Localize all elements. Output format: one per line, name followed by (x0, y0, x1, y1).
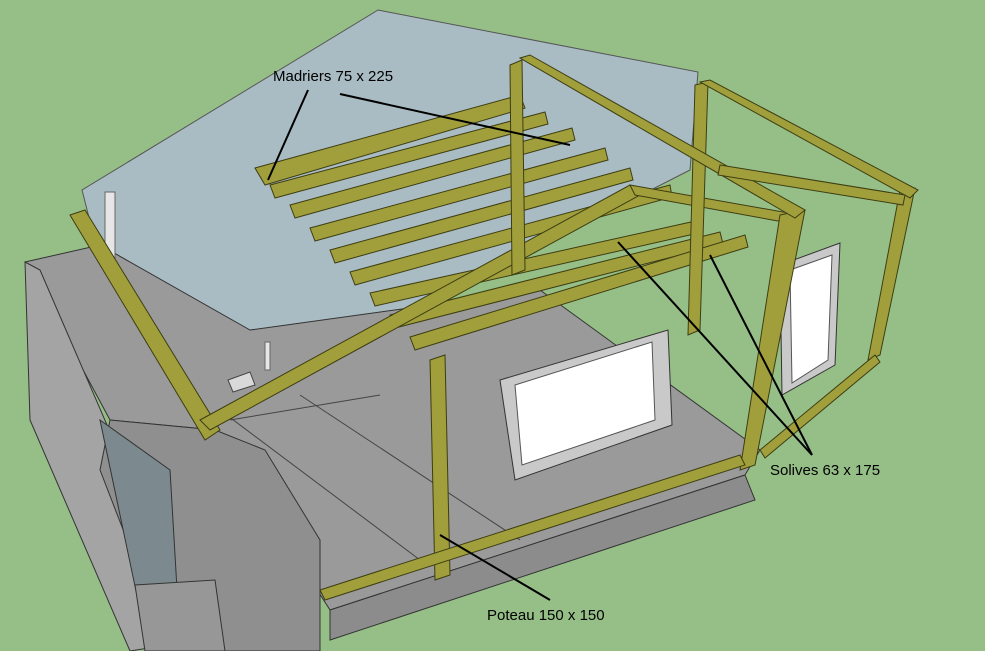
solives-label: Solives 63 x 175 (770, 462, 881, 479)
joist (329, 167, 634, 264)
madriers-label: Madriers 75 x 225 (273, 68, 394, 85)
brace-side (717, 164, 906, 206)
window-front-glass (514, 341, 656, 466)
leader-solives-1 (617, 241, 813, 456)
leader-madriers-1 (267, 89, 309, 181)
timber-framing (69, 54, 919, 601)
pipe-small (264, 341, 271, 371)
leader-solives-2 (709, 254, 813, 456)
leader-madriers-2 (339, 93, 571, 146)
post-mid (509, 59, 526, 276)
beam-left (69, 209, 221, 441)
poteau-label: Poteau 150 x 150 (487, 607, 605, 624)
joist (309, 147, 609, 242)
joist (409, 234, 749, 351)
beam-back (254, 94, 526, 186)
floor-drain (227, 371, 256, 393)
floor-line (219, 409, 421, 561)
bottom-sill-front (319, 454, 746, 601)
step-block (134, 579, 226, 651)
window-side-glass (789, 254, 833, 384)
foundation-front-face (329, 474, 756, 641)
post-front (429, 354, 451, 581)
leader-poteau (439, 534, 551, 601)
top-plate-far (698, 79, 919, 199)
floor-line (299, 394, 521, 541)
joist (289, 127, 576, 219)
joist (269, 111, 549, 199)
floor-line (229, 394, 381, 421)
leader-lines (267, 89, 813, 601)
